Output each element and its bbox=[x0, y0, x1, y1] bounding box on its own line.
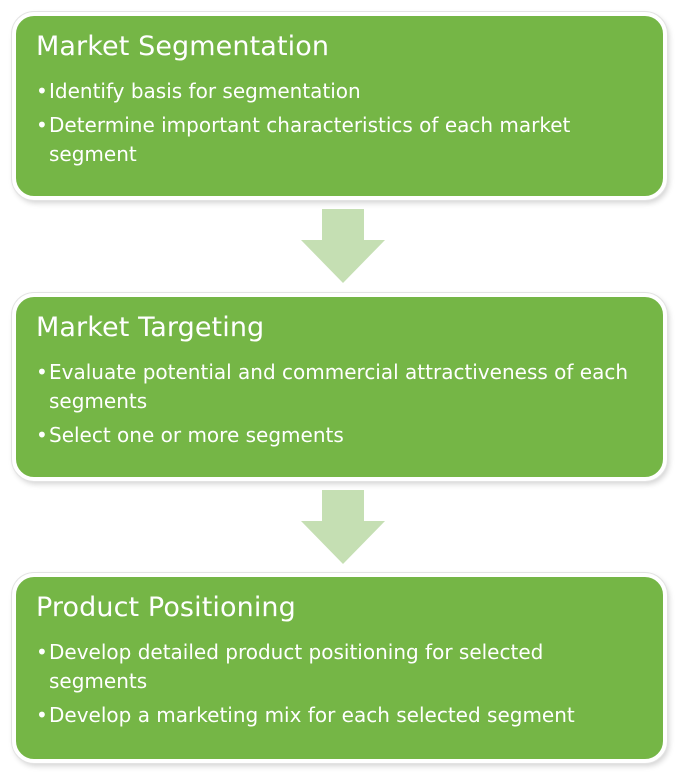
bullet-list: •Develop detailed product positioning fo… bbox=[36, 638, 645, 730]
bullet-dot-icon: • bbox=[36, 703, 48, 727]
down-arrow-icon bbox=[301, 490, 385, 564]
step-title: Product Positioning bbox=[36, 592, 296, 623]
down-arrow-shape bbox=[301, 209, 385, 283]
down-arrow-shape bbox=[301, 490, 385, 564]
bullet-item: •Develop detailed product positioning fo… bbox=[36, 638, 645, 696]
bullet-dot-icon: • bbox=[36, 423, 48, 447]
bullet-item: •Develop a marketing mix for each select… bbox=[36, 701, 645, 730]
bullet-text: Identify basis for segmentation bbox=[49, 79, 361, 103]
step-box-market-segmentation: Market Segmentation •Identify basis for … bbox=[12, 12, 667, 200]
bullet-item: •Identify basis for segmentation bbox=[36, 77, 645, 106]
bullet-text: Develop detailed product positioning for… bbox=[49, 640, 544, 693]
bullet-dot-icon: • bbox=[36, 113, 48, 137]
bullet-list: •Evaluate potential and commercial attra… bbox=[36, 358, 645, 450]
bullet-text: Select one or more segments bbox=[49, 423, 344, 447]
bullet-dot-icon: • bbox=[36, 640, 48, 664]
bullet-text: Develop a marketing mix for each selecte… bbox=[49, 703, 575, 727]
step-title: Market Targeting bbox=[36, 312, 265, 343]
bullet-dot-icon: • bbox=[36, 79, 48, 103]
bullet-text: Evaluate potential and commercial attrac… bbox=[49, 360, 629, 413]
step-title: Market Segmentation bbox=[36, 31, 330, 62]
step-box-market-targeting: Market Targeting •Evaluate potential and… bbox=[12, 293, 667, 481]
down-arrow-icon bbox=[301, 209, 385, 283]
bullet-item: •Determine important characteristics of … bbox=[36, 111, 645, 169]
bullet-text: Determine important characteristics of e… bbox=[49, 113, 571, 166]
bullet-list: •Identify basis for segmentation •Determ… bbox=[36, 77, 645, 169]
bullet-item: •Select one or more segments bbox=[36, 421, 645, 450]
step-box-product-positioning: Product Positioning •Develop detailed pr… bbox=[12, 573, 667, 763]
bullet-dot-icon: • bbox=[36, 360, 48, 384]
bullet-item: •Evaluate potential and commercial attra… bbox=[36, 358, 645, 416]
